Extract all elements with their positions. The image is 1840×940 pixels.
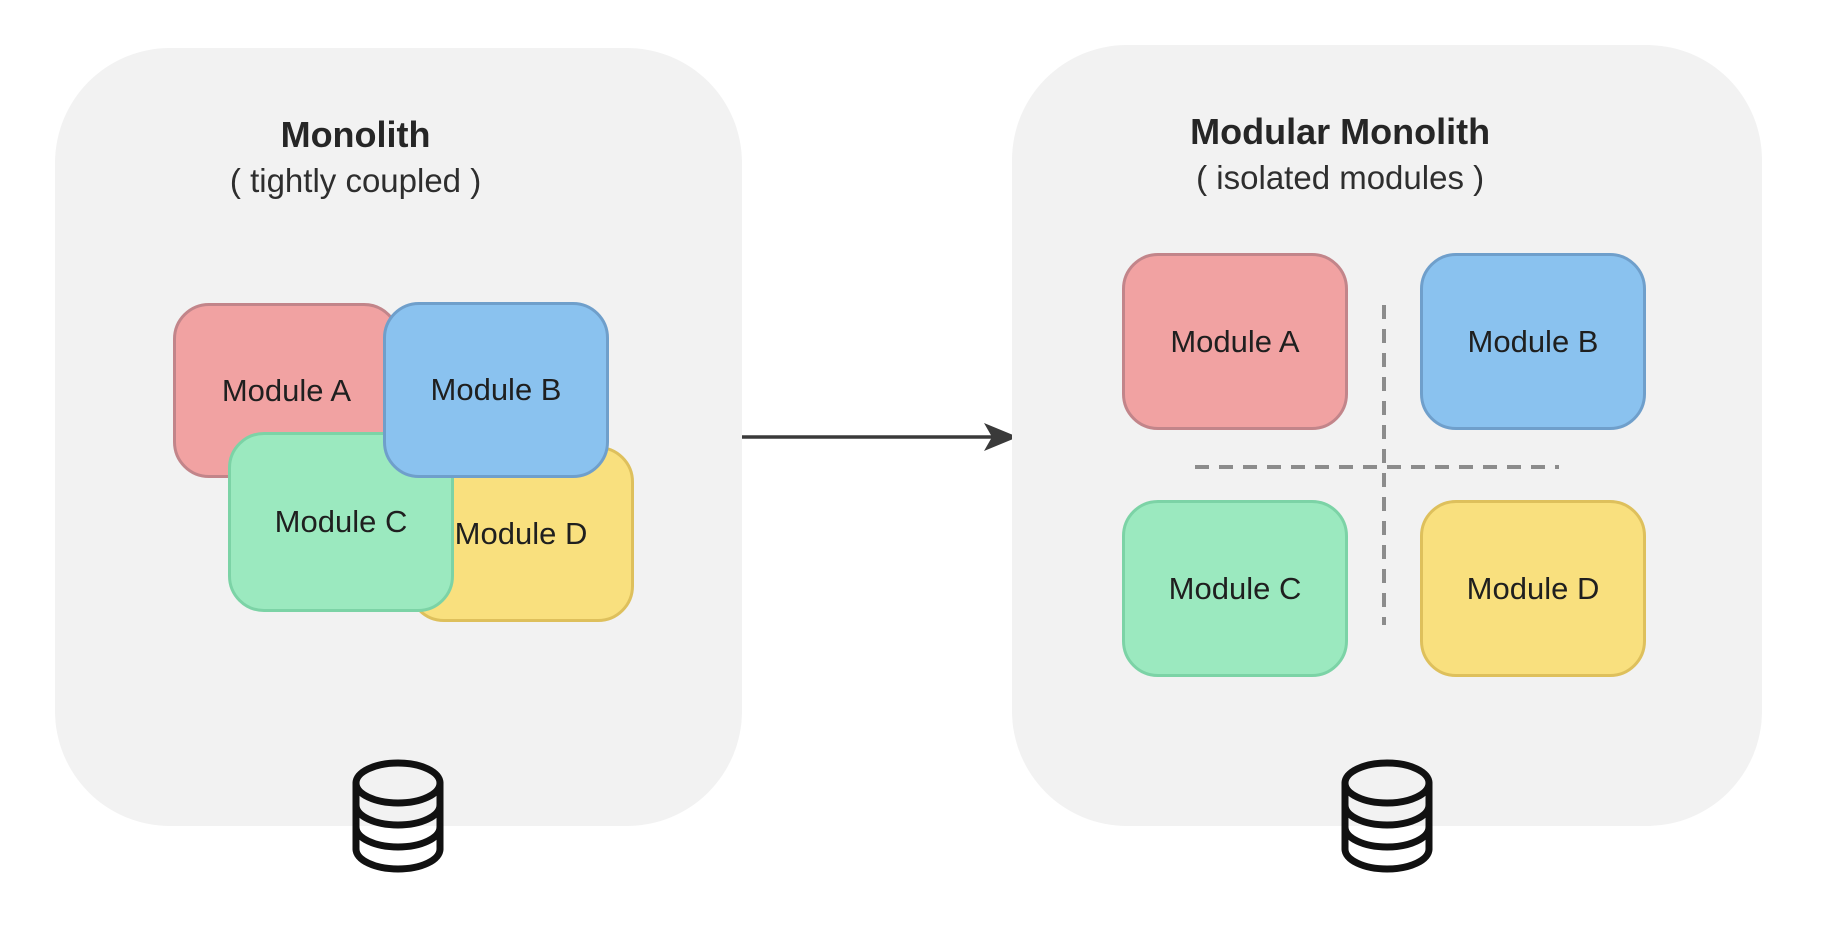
module-label: Module A <box>221 372 352 408</box>
modular-monolith-subtitle: ( isolated modules ) <box>1196 159 1485 196</box>
modular-module-d: Module D <box>1420 500 1646 677</box>
modular-module-c: Module C <box>1122 500 1348 677</box>
modular-monolith-title: Modular Monolith <box>1190 111 1491 152</box>
monolith-panel: Monolith ( tightly coupled ) Module A Mo… <box>55 48 742 873</box>
database-icon <box>352 759 444 873</box>
horizontal-dashed-divider <box>1195 465 1559 469</box>
module-label: Module D <box>1466 570 1600 606</box>
module-label: Module C <box>274 504 408 539</box>
modular-monolith-panel: Modular Monolith ( isolated modules ) Mo… <box>1012 45 1762 873</box>
monolith-subtitle: ( tightly coupled ) <box>229 162 482 199</box>
module-label: Module B <box>1467 323 1599 359</box>
modular-module-b: Module B <box>1420 253 1646 430</box>
monolith-title: Monolith <box>280 114 431 155</box>
modular-monolith-header: Modular Monolith ( isolated modules ) <box>1012 109 1668 198</box>
monolith-module-b: Module B <box>383 302 609 478</box>
arrow-right-icon <box>742 423 1018 451</box>
module-label: Module B <box>430 372 562 407</box>
monolith-header: Monolith ( tightly coupled ) <box>55 112 656 201</box>
monolith-module-c: Module C <box>228 432 454 612</box>
module-label: Module A <box>1170 323 1300 359</box>
module-label: Module D <box>454 516 588 551</box>
module-label: Module C <box>1168 570 1302 606</box>
database-icon <box>1341 759 1433 873</box>
modular-module-a: Module A <box>1122 253 1348 430</box>
